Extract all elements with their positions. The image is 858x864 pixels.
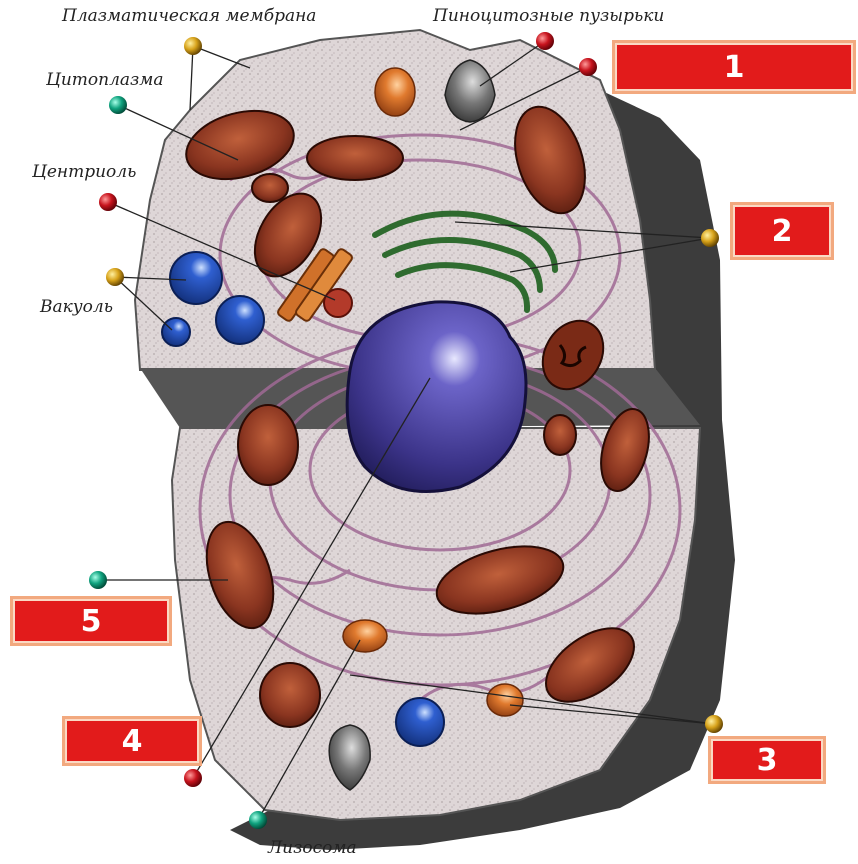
nucleus [345,300,528,493]
pin-box-1 [579,58,597,76]
leader-lines [98,40,715,821]
label-pins [89,32,723,829]
pin-vacuole [106,268,124,286]
pin-box-5 [89,571,107,589]
pin-pinocytic-a [536,32,554,50]
pin-box-3 [705,715,723,733]
label-lysosome: Лизосома [268,838,357,858]
pin-box-4 [184,769,202,787]
centriole [277,248,353,322]
lysosomes [342,67,524,717]
mitochondria [185,105,650,728]
label-centriole: Центриоль [32,162,137,182]
label-pinocytic-vesicles: Пиноцитозные пузырьки [433,6,665,26]
answer-box-4[interactable]: 4 [62,716,202,766]
label-vacuole: Вакуоль [40,297,113,317]
answer-box-2[interactable]: 2 [730,202,834,260]
pin-plasma-membrane [184,37,202,55]
answer-box-3[interactable]: 3 [708,736,826,784]
cell-side-shadow [230,90,735,850]
answer-box-1[interactable]: 1 [612,40,856,94]
answer-box-5[interactable]: 5 [10,596,172,646]
pinocytic-vesicles [328,59,496,791]
pin-centriole [99,193,117,211]
golgi-apparatus [372,210,558,313]
pin-lysosome [249,811,267,829]
mitochondrion-section [541,319,605,391]
label-cytoplasm: Цитоплазма [46,70,164,90]
pin-cytoplasm [109,96,127,114]
vacuoles [161,251,445,747]
label-plasma-membrane: Плазматическая мембрана [62,6,317,26]
pin-box-2 [701,229,719,247]
